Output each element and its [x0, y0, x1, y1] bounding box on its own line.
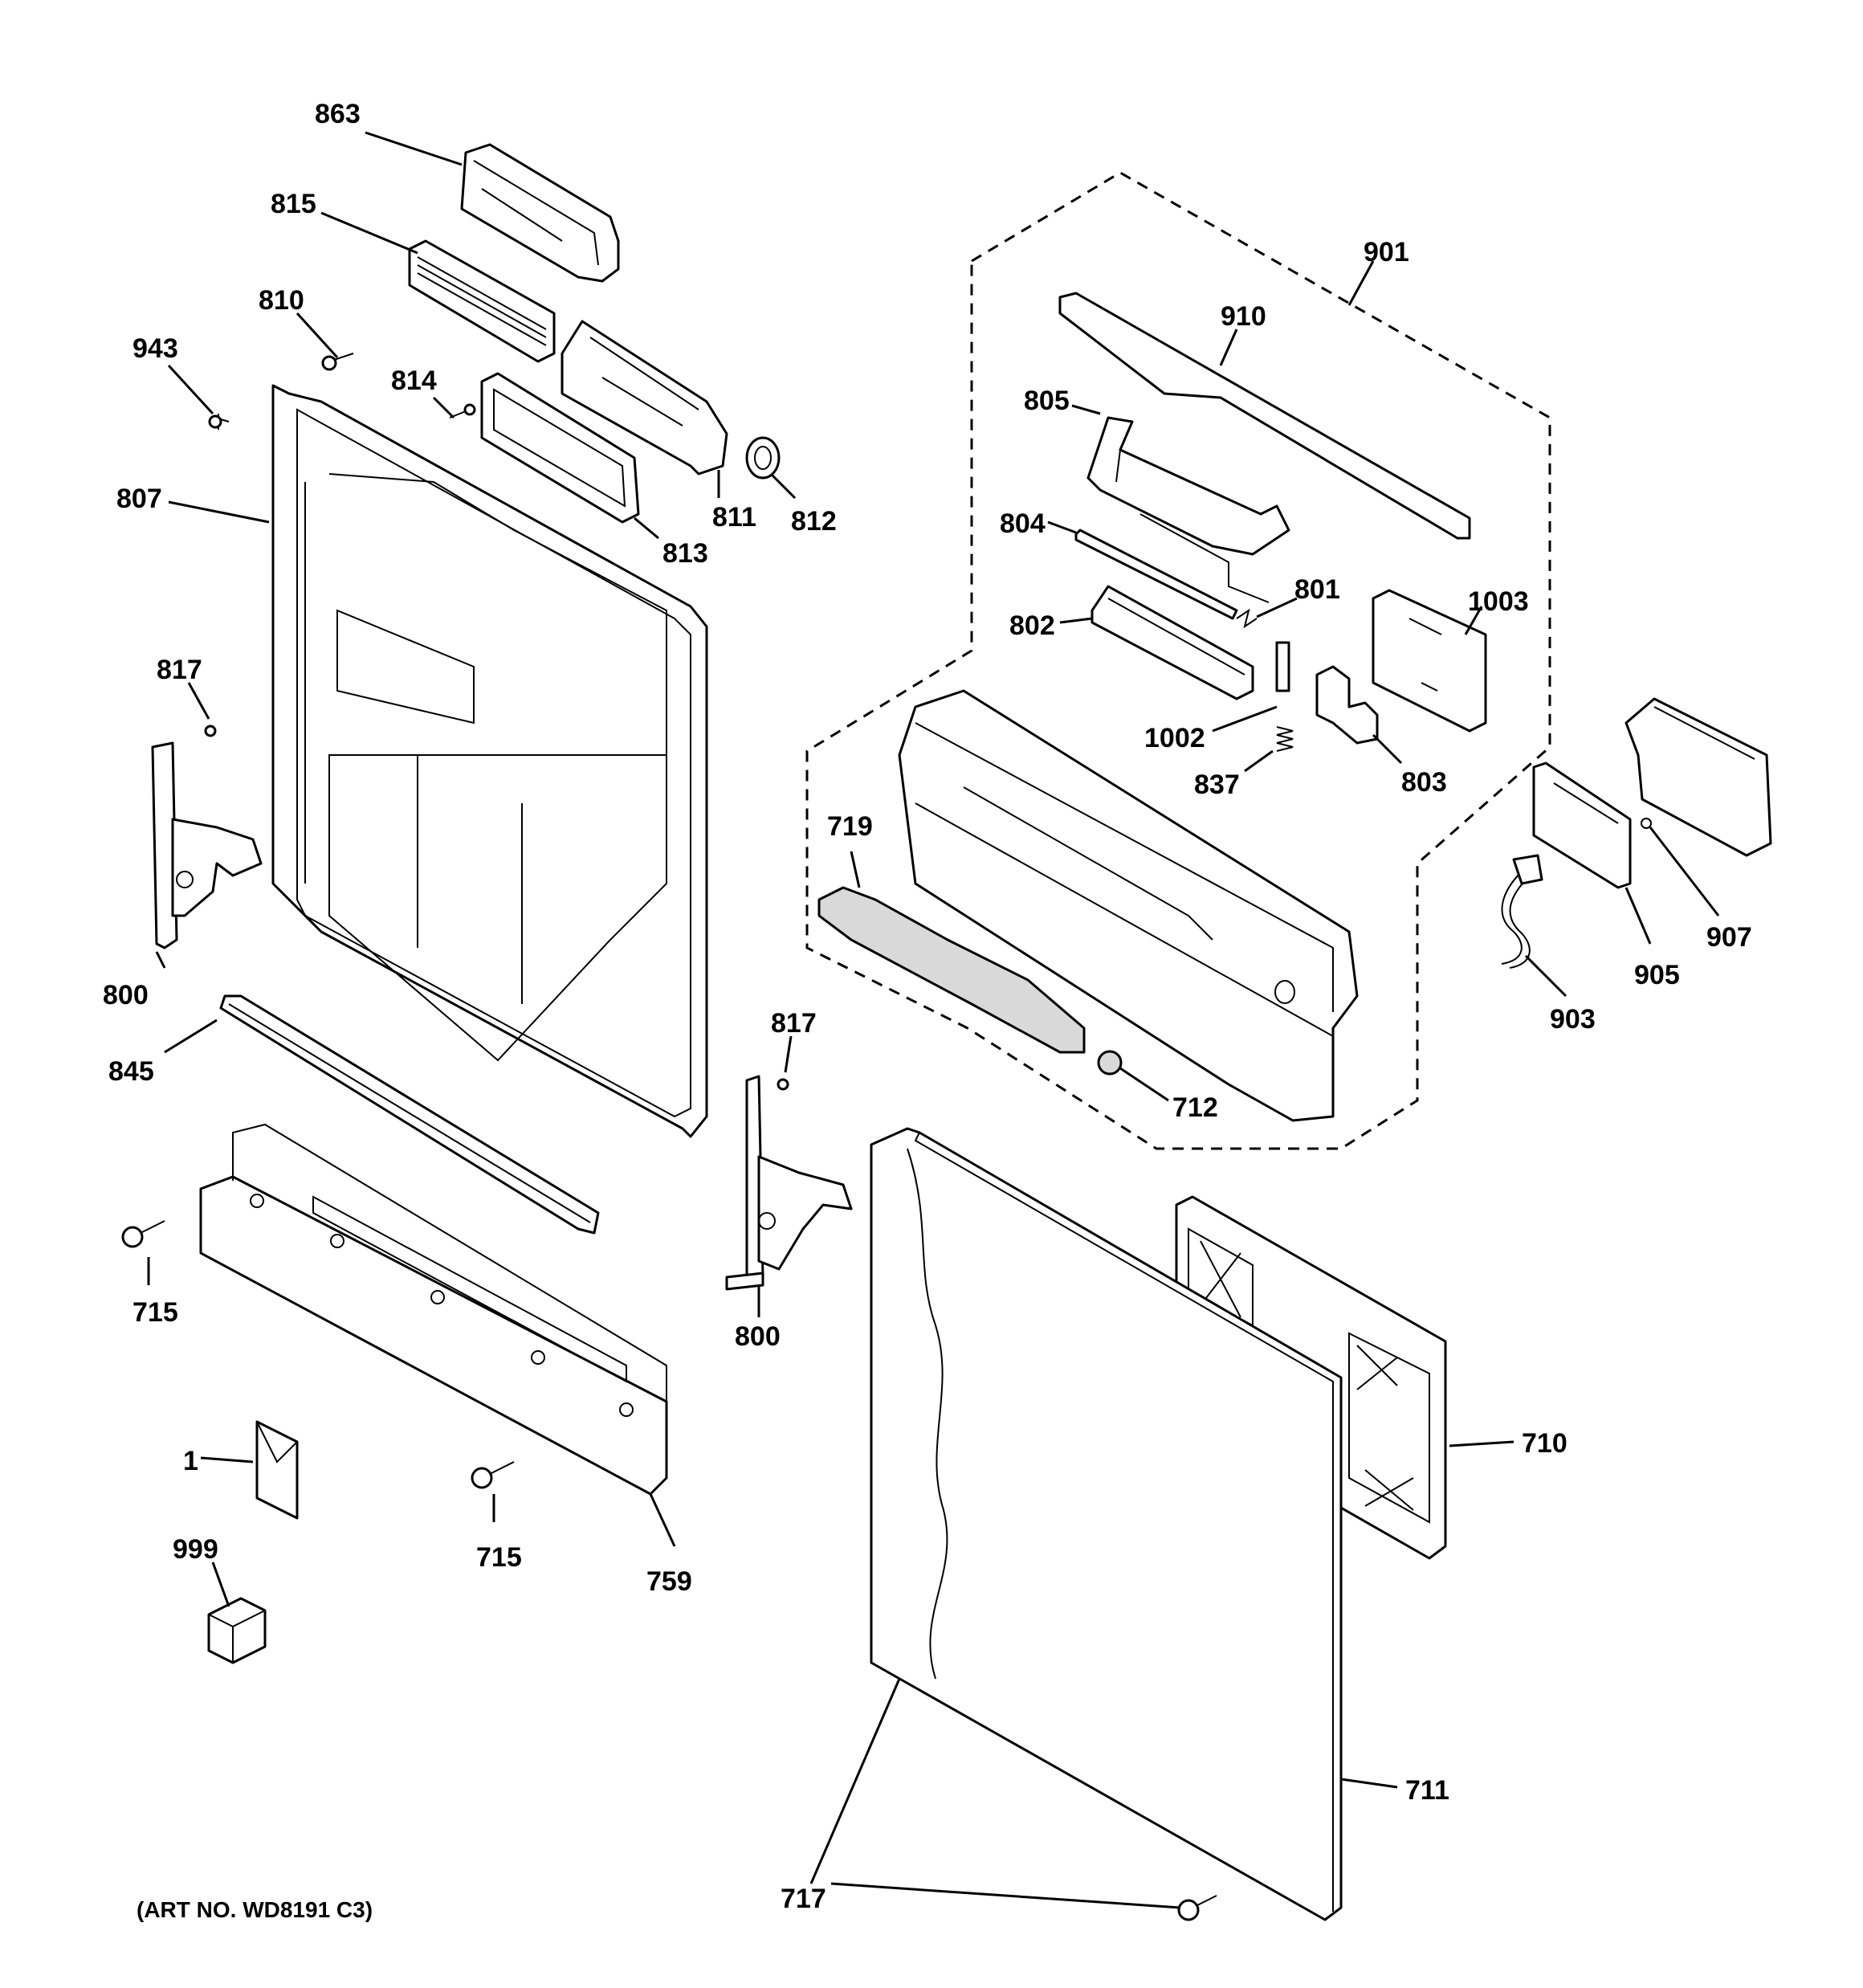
callout-801: 801	[1294, 574, 1340, 605]
screw-817-left	[204, 725, 217, 737]
part-712	[1097, 1050, 1123, 1076]
callout-1: 1	[183, 1446, 198, 1476]
callout-711: 711	[1405, 1775, 1449, 1806]
screw-717	[1177, 1895, 1217, 1921]
callout-845: 845	[108, 1056, 154, 1087]
screw-715-right	[471, 1461, 515, 1489]
callout-814: 814	[391, 365, 437, 396]
callout-803: 803	[1401, 767, 1447, 798]
part-801	[1236, 608, 1258, 629]
callout-910: 910	[1221, 301, 1266, 332]
part-804	[1074, 513, 1270, 620]
callout-800-right: 800	[735, 1321, 781, 1352]
callout-813: 813	[662, 538, 708, 569]
part-807	[271, 384, 708, 1138]
callout-863: 863	[315, 99, 361, 129]
part-800-right	[725, 1075, 853, 1291]
callout-759: 759	[646, 1566, 692, 1597]
part-1	[255, 1420, 299, 1520]
part-905	[1532, 761, 1632, 889]
screw-943	[208, 414, 230, 430]
callout-710: 710	[1522, 1428, 1567, 1459]
callout-903: 903	[1550, 1004, 1596, 1035]
callout-811: 811	[712, 502, 756, 533]
part-805	[1086, 416, 1290, 556]
part-1003	[1372, 589, 1487, 733]
callout-837: 837	[1194, 769, 1240, 800]
leader-lines	[147, 131, 1720, 1909]
callout-907: 907	[1706, 922, 1752, 953]
callout-817-left: 817	[157, 655, 202, 685]
callout-717: 717	[781, 1884, 826, 1914]
callout-1002: 1002	[1144, 723, 1205, 753]
callout-805: 805	[1024, 386, 1070, 416]
part-711	[870, 1127, 1343, 1921]
callout-807: 807	[116, 484, 162, 514]
callout-804: 804	[1000, 508, 1046, 539]
callout-712: 712	[1172, 1092, 1218, 1123]
callout-719: 719	[827, 811, 873, 842]
part-800-left	[151, 741, 263, 949]
part-811	[561, 320, 728, 476]
callout-815: 815	[271, 189, 316, 219]
part-813	[480, 372, 640, 524]
console-panel	[898, 689, 1359, 1122]
part-719	[817, 886, 1086, 1054]
callout-812: 812	[791, 506, 837, 537]
callout-810: 810	[259, 285, 304, 316]
screw-817-right	[777, 1078, 789, 1091]
part-815	[408, 239, 556, 363]
callout-715-right: 715	[476, 1542, 522, 1573]
callout-817-right: 817	[771, 1008, 817, 1039]
callout-labels: 863 815 810 943 814 811 812 807 813 817 …	[103, 99, 1752, 1914]
part-910	[1058, 292, 1471, 540]
part-802	[1090, 585, 1254, 700]
callout-943: 943	[132, 333, 178, 364]
assembly-901-boundary	[805, 171, 1551, 1150]
part-1002	[1275, 641, 1290, 692]
part-803	[1315, 665, 1379, 745]
callout-802: 802	[1009, 610, 1055, 641]
part-845	[219, 994, 600, 1235]
part-863	[460, 143, 620, 283]
part-837	[1276, 726, 1294, 752]
callout-999: 999	[173, 1534, 218, 1565]
callout-1003: 1003	[1468, 586, 1529, 617]
part-759	[199, 1123, 668, 1496]
part-903	[1501, 854, 1543, 969]
screw-715-left	[121, 1220, 165, 1248]
part-999	[207, 1597, 267, 1664]
callout-905: 905	[1634, 960, 1680, 990]
callout-715-left: 715	[132, 1297, 178, 1328]
callout-800-left: 800	[103, 980, 149, 1010]
part-812	[745, 436, 781, 480]
callout-901: 901	[1364, 237, 1409, 267]
part-907	[1625, 697, 1772, 857]
screw-810	[321, 353, 354, 371]
art-number: (ART NO. WD8191 C3)	[137, 1897, 373, 1922]
